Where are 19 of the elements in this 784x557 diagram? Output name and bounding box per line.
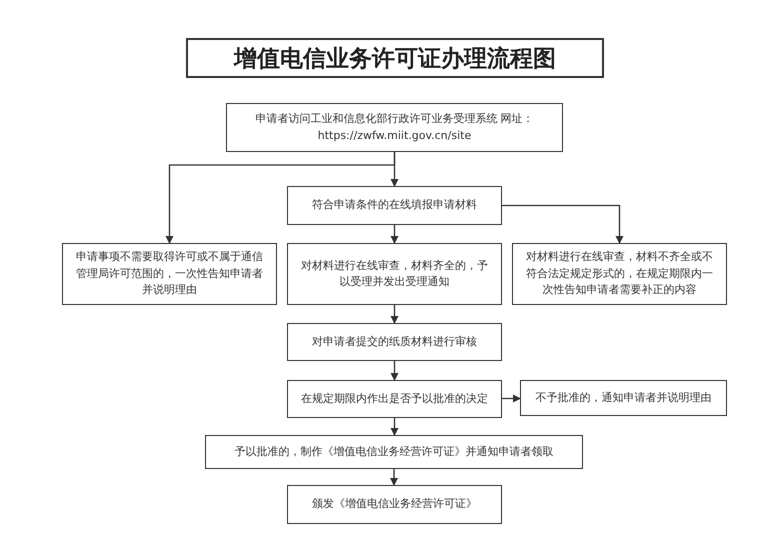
arrow [166,152,396,244]
process-box: 予以批准的，制作《增值电信业务经营许可证》并通知申请者领取 [205,435,583,469]
arrow [502,394,521,402]
arrow [390,469,398,486]
process-box: 申请者访问工业和信息化部行政许可业务受理系统 网址：https://zwfw.miit.gov.cn/site [226,103,563,152]
arrow [390,418,398,436]
process-box: 符合申请条件的在线填报申请材料 [287,186,502,225]
process-box: 对材料进行在线审查，材料不齐全或不符合法定规定形式的，在规定期限内一次性告知申请者需要补正的内容 [512,243,727,305]
process-box: 在规定期限内作出是否予以批准的决定 [287,380,502,418]
process-box: 颁发《增值电信业务经营许可证》 [287,485,502,524]
arrow [390,225,398,244]
arrow [390,361,398,381]
process-box: 对材料进行在线审查，材料齐全的，予以受理并发出受理通知 [287,243,502,305]
arrow [502,204,624,244]
process-box: 申请事项不需要取得许可或不属于通信管理局许可范围的，一次性告知申请者并说明理由 [62,243,277,305]
arrow [390,305,398,324]
process-box: 不予批准的，通知申请者并说明理由 [520,380,727,416]
title-box: 增值电信业务许可证办理流程图 [186,38,604,78]
process-box: 对申请者提交的纸质材料进行审核 [287,323,502,361]
